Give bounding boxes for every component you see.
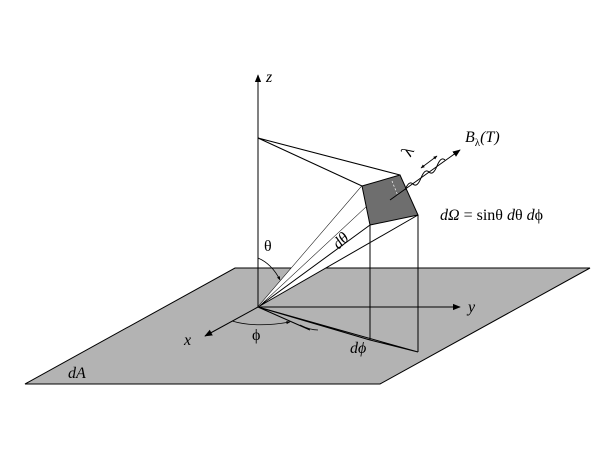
area-label: dA bbox=[68, 365, 86, 382]
phi-arc bbox=[231, 320, 291, 326]
solid-angle-formula: dΩ = sinθ dθ dϕ bbox=[440, 207, 543, 224]
y-axis-label: y bbox=[466, 299, 476, 316]
ground-plane bbox=[24, 267, 591, 385]
theta-label: θ bbox=[264, 238, 272, 255]
patch-highlight bbox=[391, 180, 399, 197]
theta-arc bbox=[257, 257, 281, 281]
projection-top-lines bbox=[257, 137, 401, 187]
radiance-label: Bλ(T) bbox=[465, 129, 500, 149]
vertical-drops bbox=[369, 215, 419, 352]
wave-packet bbox=[404, 158, 446, 191]
lambda-label: λ bbox=[397, 142, 418, 159]
dphi-label: dϕ bbox=[350, 340, 366, 357]
phi-label: ϕ bbox=[252, 327, 260, 344]
cone-upper-fill bbox=[258, 175, 400, 307]
radiance-ray bbox=[389, 149, 461, 201]
x-axis bbox=[204, 306, 259, 337]
z-axis-label: z bbox=[265, 69, 273, 86]
dphi-arc bbox=[299, 324, 319, 331]
x-axis-label: x bbox=[183, 332, 191, 349]
ground-projection bbox=[257, 306, 419, 353]
wavelength-arrow bbox=[420, 155, 438, 169]
